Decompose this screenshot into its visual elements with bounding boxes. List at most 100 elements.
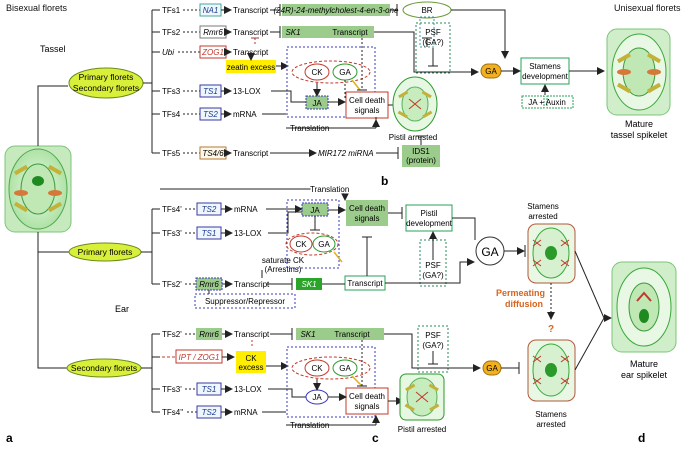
tf-label: TFs4''	[162, 408, 184, 417]
psf-ga-label: (GA?)	[422, 38, 444, 47]
ear-secondary-pathway: SK1 Transcript CK excess CK GA JA Cell d…	[236, 325, 520, 434]
gene-label: NA1	[203, 6, 219, 15]
product-label: 13-LOX	[234, 229, 262, 238]
panel-label-b: b	[381, 174, 388, 188]
product-label: Transcript	[233, 6, 269, 15]
cell-death-line1: Cell death	[349, 96, 385, 105]
panel-label-a: a	[6, 431, 13, 445]
mature-tassel-spikelet-image	[606, 28, 671, 116]
ga-label: GA	[339, 68, 351, 77]
sk1-label: SK1	[300, 330, 315, 339]
ear-secondary-rows: TFs2' Rmr6 Transcript IPT / ZOG1 TFs3' T…	[162, 328, 270, 419]
translation-label: Translation	[290, 124, 329, 133]
ear-primary-pathway: Translation JA CK GA saturate CK (Arrest…	[160, 184, 476, 309]
tassel-pistil-arrested-image	[392, 76, 438, 132]
psf-ga-label: (GA?)	[422, 271, 444, 280]
ck-node	[304, 359, 330, 377]
product-label: Transcript	[233, 48, 269, 57]
product-label: Transcript	[233, 28, 269, 37]
ck-excess-line2: excess	[239, 363, 264, 372]
question-mark: ?	[548, 324, 554, 335]
tassel-pathway: (24R)-24-methylcholest-4-en-3-one BR SK1…	[226, 1, 605, 167]
product-label: mRNA	[234, 205, 258, 214]
ja-label: JA	[312, 393, 322, 402]
pistil-dev-line2: development	[406, 219, 453, 228]
tassel-node-line1: Primary florets	[79, 72, 134, 82]
panel-label-c: c	[372, 431, 379, 445]
sk1-box	[296, 278, 322, 290]
ear-primary-rows: TFs4' TS2 mRNA TFs3' TS1 13-LOX TFs2' Rm…	[162, 202, 270, 291]
ga-label: GA	[318, 240, 330, 249]
ck-label: CK	[311, 68, 323, 77]
cell-death-line2: signals	[355, 106, 380, 115]
ga-label: GA	[339, 364, 351, 373]
tf-label: TFs1	[162, 6, 181, 15]
mature-tassel-line2: tassel spikelet	[611, 130, 668, 140]
tf-label: TFs3'	[162, 229, 182, 238]
ck-node	[289, 235, 313, 253]
product-label: Transcript	[234, 280, 270, 289]
bisexual-floret-image	[4, 145, 72, 233]
saturate-ck-line1: saturate CK	[262, 256, 305, 265]
cell-death-line1: Cell death	[349, 392, 385, 401]
ck-node	[304, 63, 330, 81]
hormone-box	[286, 46, 376, 118]
cell-death-box	[345, 91, 389, 119]
tf-label: TFs3'	[162, 385, 182, 394]
psf-box	[415, 22, 451, 74]
header-unisexual: Unisexual florets	[614, 3, 681, 13]
tf-label: TFs5	[162, 149, 181, 158]
gene-label: TS4/6	[202, 149, 224, 158]
mature-ear-spikelet-image	[611, 261, 677, 353]
gene-label: IPT / ZOG1	[179, 353, 220, 362]
permeating-line2: diffusion	[505, 299, 543, 309]
transcript-label: Transcript	[347, 279, 383, 288]
ga-node	[312, 235, 336, 253]
cell-death-line1: Cell death	[349, 204, 385, 213]
transcript-label: Transcript	[334, 330, 370, 339]
product-label: Transcript	[233, 149, 269, 158]
gene-label: TS2	[202, 408, 217, 417]
br-label: BR	[421, 6, 432, 15]
ids1-box	[402, 145, 440, 167]
permeating-line1: Permeating	[496, 288, 545, 298]
header-bisexual: Bisexual florets	[6, 3, 68, 13]
gene-label: TS1	[203, 87, 218, 96]
sk1-label: SK1	[301, 280, 316, 289]
zeatin-excess-box	[226, 60, 276, 73]
gene-label: TS1	[202, 229, 217, 238]
product-label: 13-LOX	[234, 385, 262, 394]
ga-node	[332, 359, 358, 377]
psf-label: PSF	[425, 28, 441, 37]
gene-label: Rmr6	[203, 28, 223, 37]
ear-ga-label: GA	[486, 364, 498, 373]
ja-label: JA	[312, 99, 322, 108]
ear-primary-bracket	[141, 208, 160, 285]
transcript-label: Transcript	[332, 28, 368, 37]
ear-primary-stamens-arrested-image	[527, 223, 576, 284]
ck-excess-box	[236, 351, 266, 373]
tassel-rows: TFs1 NA1 Transcript TFs2 Rmr6 Transcript…	[162, 3, 269, 160]
mir172-label: MIR172 miRNA	[318, 149, 374, 158]
translation-label: Translation	[310, 185, 349, 194]
ear-secondary-bracket	[141, 333, 160, 413]
cell-death-box	[345, 387, 389, 415]
ja-auxin-label: JA + Auxin	[528, 98, 566, 107]
product-label: mRNA	[233, 110, 257, 119]
psf-ga-label: (GA?)	[422, 341, 444, 350]
stamens-arrested-bottom-1: Stamens	[535, 410, 567, 419]
ids1-line1: IDS1	[412, 147, 430, 156]
tassel-bracket	[143, 9, 160, 154]
psf-label: PSF	[425, 331, 441, 340]
cell-death-line2: signals	[355, 402, 380, 411]
sk1-label: SK1	[285, 28, 300, 37]
tf-label: TFs2'	[162, 330, 182, 339]
ear-label: Ear	[115, 304, 129, 314]
stamens-arrested-bottom-2: arrested	[536, 420, 565, 429]
tassel-label: Tassel	[40, 44, 66, 54]
suppressor-label: Suppressor/Repressor	[205, 297, 285, 306]
tf-label: TFs3	[162, 87, 181, 96]
gene-label: Rmr6	[199, 330, 219, 339]
